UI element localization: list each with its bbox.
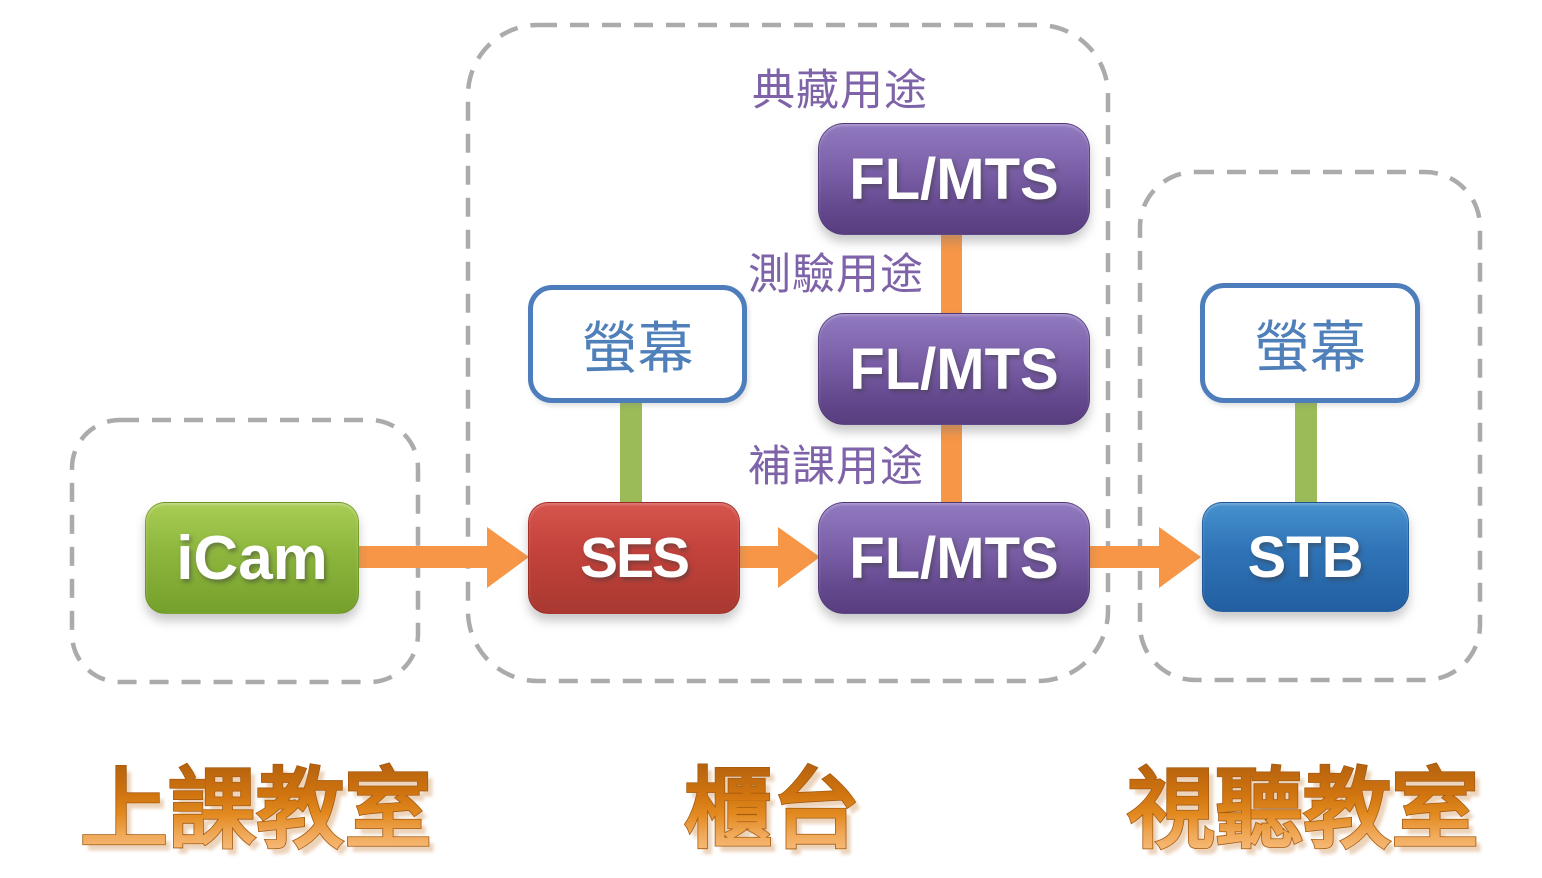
fl-mts-archive-node: FL/MTS bbox=[818, 123, 1090, 235]
zone-labels-layer: 上課教室 櫃台 視聽教室 上課教室 櫃台 視聽教室 bbox=[79, 759, 1484, 865]
icam-label: iCam bbox=[176, 523, 328, 593]
fl-mts-makeup-node: FL/MTS bbox=[818, 502, 1090, 614]
zone-label-shadows: 上課教室 櫃台 視聽教室 bbox=[85, 766, 1484, 865]
arrow-flmts-to-stb bbox=[1086, 527, 1201, 588]
connector-flmts-exam-makeup bbox=[941, 420, 962, 506]
arrow-icam-to-ses bbox=[352, 527, 529, 588]
purpose-label-makeup: 補課用途 bbox=[748, 443, 924, 491]
fl-mts-makeup-label: FL/MTS bbox=[849, 525, 1059, 591]
connector-screen-stb bbox=[1295, 390, 1317, 506]
screen-node-av: 螢幕 bbox=[1200, 283, 1420, 403]
av-room-zone-border bbox=[1137, 169, 1483, 683]
av-room-zone-label: 視聽教室 bbox=[1127, 760, 1479, 859]
classroom-zone-label-shadow: 上課教室 bbox=[85, 766, 437, 865]
stb-node: STB bbox=[1202, 502, 1409, 612]
classroom-zone-border bbox=[69, 417, 421, 685]
classroom-zone-label: 上課教室 bbox=[80, 760, 432, 859]
icam-node: iCam bbox=[145, 502, 359, 614]
fl-mts-exam-label: FL/MTS bbox=[849, 336, 1059, 402]
av-room-zone-label-shadow: 視聽教室 bbox=[1132, 766, 1484, 865]
arrow-ses-to-flmts bbox=[736, 527, 820, 588]
fl-mts-archive-label: FL/MTS bbox=[849, 146, 1059, 212]
counter-zone-border bbox=[465, 22, 1111, 684]
ses-node: SES bbox=[528, 502, 740, 614]
ses-label: SES bbox=[579, 526, 690, 590]
screen-node-counter: 螢幕 bbox=[528, 285, 747, 403]
counter-zone-label: 櫃台 bbox=[684, 760, 860, 859]
connector-screen-ses bbox=[620, 390, 642, 506]
zone-labels: 上課教室 櫃台 視聽教室 bbox=[79, 759, 1480, 860]
counter-zone-label-shadow: 櫃台 bbox=[689, 766, 865, 865]
purpose-label-exam: 測驗用途 bbox=[748, 251, 924, 299]
connector-flmts-archive-exam bbox=[941, 230, 962, 316]
purpose-label-archive: 典藏用途 bbox=[752, 67, 928, 115]
stb-label: STB bbox=[1247, 524, 1364, 590]
screen-counter-label: 螢幕 bbox=[581, 316, 694, 380]
fl-mts-exam-node: FL/MTS bbox=[818, 313, 1090, 425]
screen-av-label: 螢幕 bbox=[1254, 315, 1366, 379]
